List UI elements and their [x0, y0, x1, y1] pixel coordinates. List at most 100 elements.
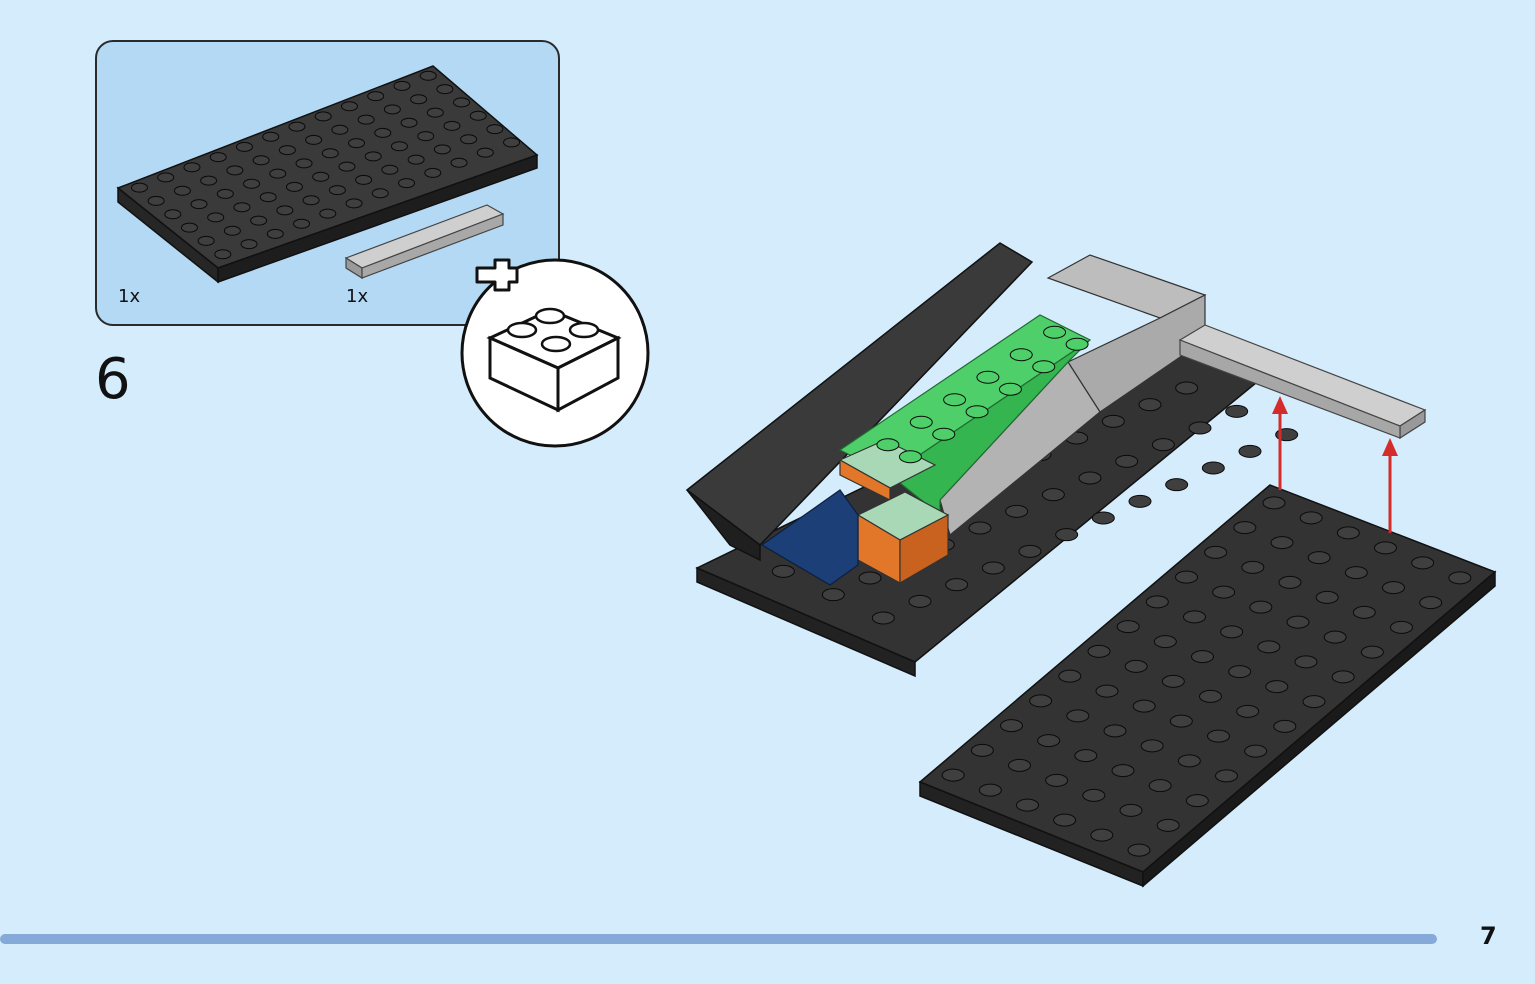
stud	[367, 91, 385, 102]
stud	[410, 94, 428, 105]
stud	[1018, 544, 1042, 558]
stud	[252, 155, 270, 166]
stud	[1244, 744, 1268, 758]
stud	[1352, 605, 1376, 619]
part-quantity-label: 1x	[346, 286, 369, 307]
stud	[276, 205, 294, 216]
stud	[1360, 645, 1384, 659]
stud	[266, 228, 284, 239]
stud	[1215, 769, 1238, 783]
stud	[965, 405, 989, 419]
stud	[1058, 669, 1082, 683]
stud	[381, 164, 399, 175]
stud	[190, 199, 208, 210]
stud	[1005, 504, 1029, 518]
stud	[898, 450, 922, 464]
stud	[1175, 570, 1198, 584]
stud	[1138, 398, 1162, 412]
stud	[1151, 438, 1175, 452]
model-new-black-plate	[918, 484, 1497, 888]
stud	[216, 188, 234, 199]
stud	[331, 124, 349, 135]
stud	[1009, 348, 1033, 362]
stud	[1128, 494, 1152, 508]
stud	[943, 393, 967, 407]
stud	[357, 114, 375, 125]
stud	[1236, 704, 1260, 718]
stud	[302, 195, 320, 206]
stud	[338, 161, 356, 172]
stud	[1029, 694, 1053, 708]
stud	[968, 521, 992, 535]
stud	[173, 185, 191, 196]
stud	[1132, 699, 1156, 713]
stud	[503, 137, 521, 148]
stud	[1055, 528, 1079, 542]
stud	[1241, 560, 1265, 574]
stud	[314, 111, 332, 122]
stud	[1307, 551, 1331, 565]
stud	[1090, 828, 1114, 842]
stud	[909, 415, 933, 429]
stud	[1037, 734, 1061, 748]
stud	[998, 382, 1022, 396]
stud	[1265, 680, 1289, 694]
stud	[288, 121, 306, 132]
stud	[876, 438, 900, 452]
page-number: 7	[1480, 922, 1497, 950]
stud	[214, 249, 232, 260]
stud	[262, 131, 280, 142]
stud	[1188, 421, 1212, 435]
stud	[200, 175, 218, 186]
stud	[1191, 650, 1214, 664]
stud	[981, 561, 1005, 575]
stud	[908, 594, 932, 608]
stud	[197, 235, 215, 246]
part-black-plate	[116, 65, 539, 284]
stud	[1323, 630, 1347, 644]
stud	[1199, 689, 1222, 703]
stud	[293, 218, 311, 229]
stud	[383, 104, 401, 115]
stud	[1390, 620, 1413, 634]
part-quantity-label: 1x	[118, 286, 141, 307]
model-existing-assembly	[685, 242, 1427, 678]
stud	[1008, 758, 1031, 772]
stud	[453, 97, 471, 108]
stud	[233, 202, 251, 213]
stud	[426, 107, 444, 118]
stud	[207, 212, 225, 223]
stud	[1344, 566, 1368, 580]
stud	[1220, 625, 1244, 639]
stud	[1315, 590, 1339, 604]
stud	[147, 195, 165, 206]
stud	[1448, 571, 1472, 585]
stud	[1074, 749, 1098, 763]
stud	[364, 151, 382, 162]
stud	[393, 80, 411, 91]
stud	[183, 162, 201, 173]
stud	[1374, 541, 1397, 555]
stud	[1270, 536, 1294, 550]
stud	[858, 571, 882, 585]
stud	[1257, 640, 1281, 654]
stud	[1233, 521, 1257, 535]
stud	[1183, 610, 1206, 624]
stud	[1336, 526, 1360, 540]
stud	[1207, 729, 1230, 743]
stud	[400, 117, 418, 128]
stud	[1119, 803, 1143, 817]
stud	[226, 165, 244, 176]
stud	[486, 124, 504, 135]
stud	[1175, 381, 1199, 395]
stud	[1124, 659, 1148, 673]
stud	[345, 198, 363, 209]
stud	[285, 181, 303, 192]
stud	[243, 178, 261, 189]
stud	[1066, 709, 1090, 723]
stud	[1294, 655, 1318, 669]
stud	[1411, 556, 1435, 570]
stud	[130, 182, 148, 193]
stud	[1299, 511, 1323, 525]
